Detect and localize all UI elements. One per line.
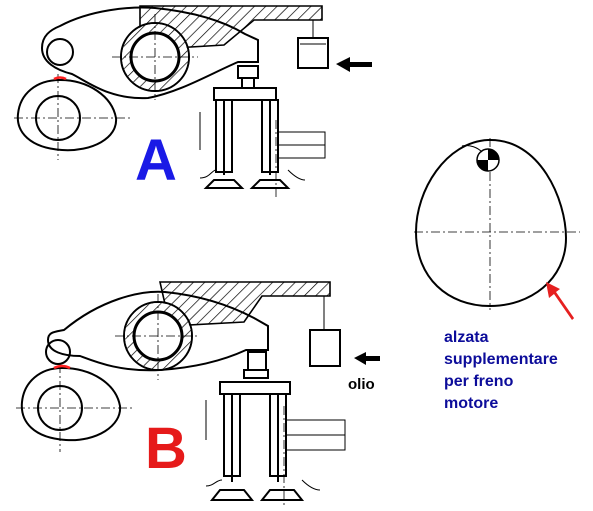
cam-profile [414,138,568,308]
valve-bridge-b [219,381,291,395]
contact-mark-b [53,364,71,370]
weight-a [297,37,329,69]
diagram-a: A [14,5,372,200]
note-line-2: supplementare [444,351,558,368]
diagram-b: olio B [16,281,380,508]
cam-a [16,78,118,152]
diagram-b-label: B [145,416,187,481]
rocker-arm-a [40,6,259,100]
oil-label: olio [348,376,375,393]
diagram-a-label: A [135,128,177,193]
rocker-roller-b [45,339,71,365]
rocker-roller-a [46,38,74,66]
weight-arrow-a [336,57,372,72]
note-line-3: per freno [444,373,514,390]
cam-b [20,366,122,442]
contact-mark-a [53,76,67,81]
oil-arrow [354,352,380,365]
weight-b [309,329,341,367]
cam-detail: alzata supplementare per freno motore [414,138,580,412]
note-line-1: alzata [444,329,489,346]
valve-bridge-a [213,87,277,101]
note-line-4: motore [444,395,498,412]
